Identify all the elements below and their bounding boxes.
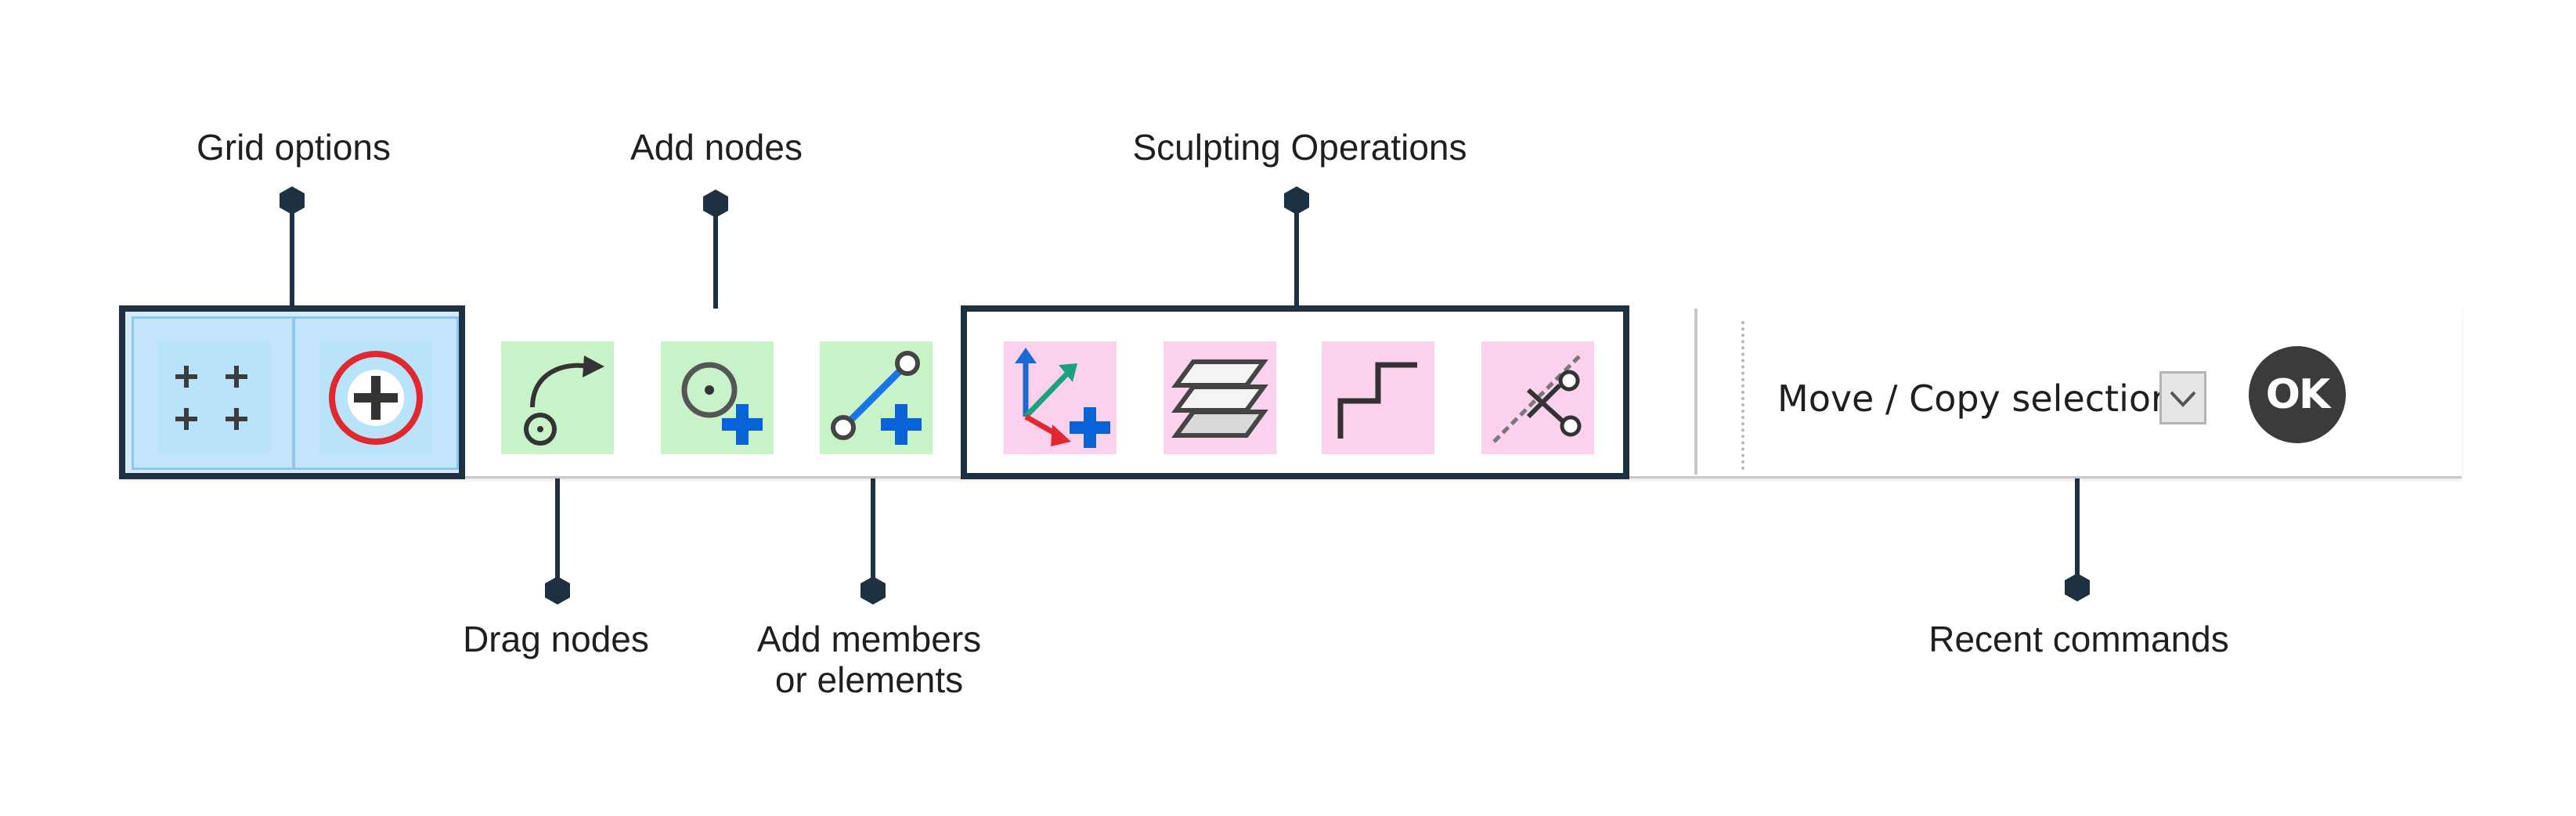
- marker-recent-commands: [2063, 572, 2091, 603]
- annotation-sculpting-operations: Sculpting Operations: [1132, 127, 1467, 168]
- cut-button[interactable]: [1481, 341, 1594, 454]
- add-member-icon: [831, 351, 922, 445]
- ok-button[interactable]: OK: [2249, 346, 2346, 443]
- drag-node-icon: [524, 356, 604, 446]
- axes-plus-icon: [1015, 348, 1110, 448]
- step-icon: [1337, 362, 1417, 439]
- step-button[interactable]: [1322, 341, 1434, 454]
- toolbar-gripper: [1741, 321, 1744, 470]
- drag-nodes-button[interactable]: [501, 341, 614, 454]
- marker-drag-nodes: [543, 575, 572, 606]
- add-node-icon: [681, 362, 763, 445]
- annotation-add-members-line2: or elements: [774, 659, 964, 700]
- annotation-add-members-line1: Add members: [756, 619, 982, 659]
- circle-plus-icon: [329, 351, 423, 445]
- marker-add-members: [859, 575, 887, 606]
- annotation-grid-options: Grid options: [196, 127, 391, 168]
- add-nodes-button[interactable]: [661, 341, 774, 454]
- grid-points-button[interactable]: [158, 341, 271, 454]
- leader-line-recent-commands: [2075, 435, 2080, 586]
- annotation-add-members: Add members or elements: [705, 619, 1034, 700]
- toolbar-separator: [1694, 309, 1697, 475]
- marker-sculpting: [1283, 185, 1311, 216]
- recent-commands-combo[interactable]: Move / Copy selectior: [1777, 374, 2163, 423]
- leader-line-add-nodes: [713, 204, 718, 341]
- sculpting-operations-group: [961, 305, 1629, 479]
- annotation-add-nodes: Add nodes: [630, 127, 803, 168]
- layers-button[interactable]: [1164, 341, 1276, 454]
- leader-line-grid-options: [290, 200, 294, 310]
- grid-add-button[interactable]: [319, 341, 432, 454]
- recent-command-text: Move / Copy selectior: [1777, 377, 2163, 420]
- recent-commands-dropdown-button[interactable]: [2159, 371, 2206, 424]
- annotation-recent-commands: Recent commands: [1928, 619, 2229, 659]
- leader-line-drag-nodes: [555, 453, 560, 590]
- marker-grid-options: [278, 185, 306, 216]
- marker-add-nodes: [702, 188, 730, 219]
- scissors-icon: [1492, 354, 1582, 443]
- add-members-button[interactable]: [820, 341, 933, 454]
- layers-icon: [1171, 359, 1268, 438]
- ok-label: OK: [2265, 371, 2330, 418]
- leader-line-add-members: [871, 453, 875, 590]
- chevron-down-icon: [2170, 391, 2196, 407]
- axes-add-button[interactable]: [1004, 341, 1117, 454]
- grid-dots-icon: [175, 366, 247, 430]
- annotation-drag-nodes: Drag nodes: [463, 619, 649, 659]
- grid-options-divider: [292, 318, 295, 468]
- leader-line-sculpting: [1294, 200, 1299, 310]
